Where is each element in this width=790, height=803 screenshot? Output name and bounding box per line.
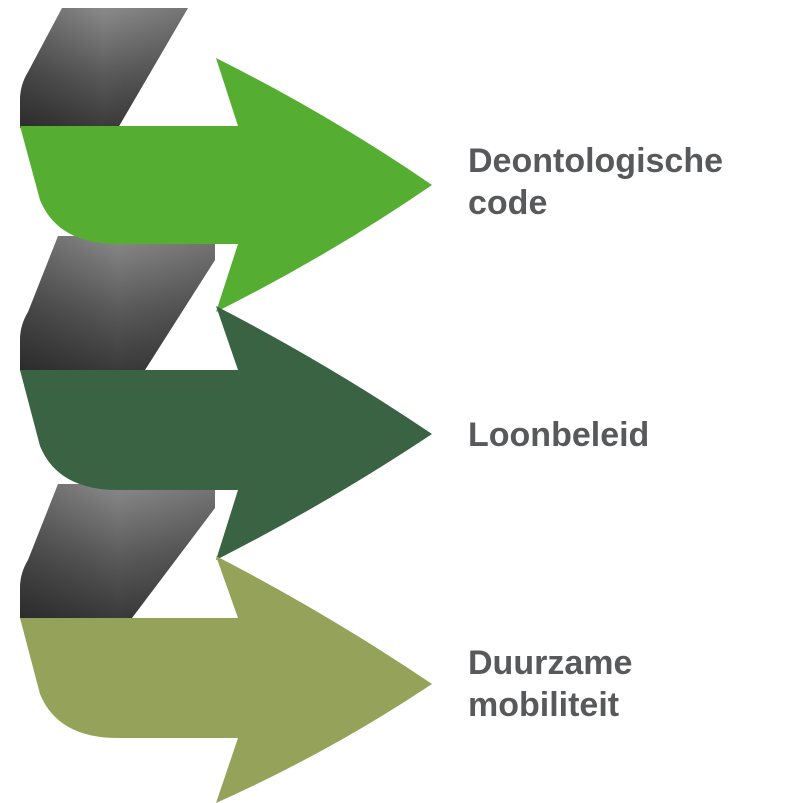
item-label-deontologische-code: Deontologische code: [468, 140, 723, 224]
item-label-loonbeleid: Loonbeleid: [468, 414, 649, 456]
arrow-3: [20, 556, 432, 803]
connector-ribbon-2: [20, 236, 215, 370]
arrow-1: [20, 58, 432, 312]
label-line: mobiliteit: [468, 686, 620, 724]
label-line: code: [468, 184, 548, 222]
label-line: Duurzame: [468, 644, 633, 682]
label-line: Loonbeleid: [468, 416, 650, 454]
connector-ribbon-3: [20, 484, 215, 618]
arrow-2: [20, 306, 432, 560]
label-line: Deontologische: [468, 142, 724, 180]
connector-ribbon-1: [20, 8, 188, 128]
item-label-duurzame-mobiliteit: Duurzame mobiliteit: [468, 642, 632, 726]
